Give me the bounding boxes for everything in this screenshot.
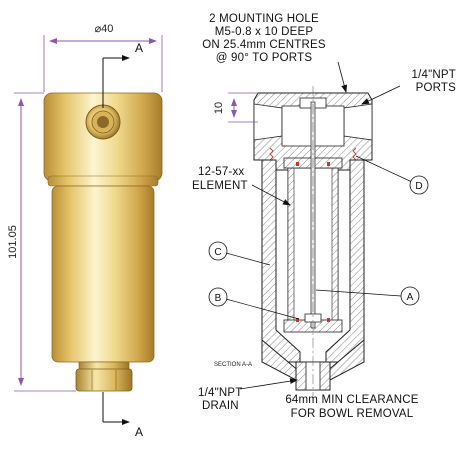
drain-line-1: 1/4"NPT	[198, 387, 242, 399]
port-hole	[97, 116, 109, 128]
clearance-line-1: 64mm MIN CLEARANCE	[285, 394, 418, 406]
callout-b: B	[208, 287, 300, 320]
svg-text:B: B	[215, 293, 222, 304]
section-mark-top: A	[135, 41, 143, 55]
svg-text:D: D	[415, 181, 422, 192]
head-collar	[47, 175, 159, 187]
drain-nut	[75, 368, 133, 392]
svg-text:C: C	[214, 247, 221, 258]
callout-c: C	[208, 241, 271, 266]
diameter-label: ⌀40	[95, 23, 114, 35]
diameter-dimension: ⌀40	[43, 23, 163, 92]
element-line-2: ELEMENT	[192, 180, 248, 192]
note-ports: 1/4"NPT PORTS	[361, 69, 457, 105]
mounting-line-2: M5-0.8 x 10 DEEP	[215, 26, 314, 38]
clearance-line-2: FOR BOWL REMOVAL	[291, 408, 414, 420]
mounting-line-4: @ 90° TO PORTS	[216, 52, 313, 64]
section-view	[253, 86, 373, 398]
element-line-1: 12-57-xx	[198, 166, 244, 178]
o-ring-seals	[296, 162, 330, 322]
drain-line-2: DRAIN	[202, 400, 239, 412]
height-label: 101.05	[7, 225, 19, 259]
section-cut-line: A A	[102, 41, 143, 439]
note-element: 12-57-xx ELEMENT	[192, 166, 291, 206]
filter-bowl	[51, 185, 155, 363]
note-mounting-holes: 2 MOUNTING HOLE M5-0.8 x 10 DEEP ON 25.4…	[202, 13, 348, 93]
port-offset-label: 10	[213, 102, 225, 114]
svg-text:A: A	[407, 292, 414, 303]
ports-line-2: PORTS	[416, 82, 457, 94]
section-caption: SECTION A-A	[214, 362, 252, 368]
filter-3d-view	[43, 92, 163, 392]
callout-a-right: A	[315, 286, 420, 306]
callout-d: D	[355, 155, 429, 195]
note-drain: 1/4"NPT DRAIN	[198, 378, 298, 412]
mounting-line-1: 2 MOUNTING HOLE	[209, 13, 319, 25]
note-clearance: 64mm MIN CLEARANCE FOR BOWL REMOVAL	[285, 394, 418, 420]
height-dimension: 101.05	[7, 92, 76, 392]
mounting-line-3: ON 25.4mm CENTRES	[202, 39, 326, 51]
section-mark-bottom: A	[135, 425, 143, 439]
port-offset-dimension: 10	[213, 92, 258, 123]
ports-line-1: 1/4"NPT	[412, 69, 456, 81]
